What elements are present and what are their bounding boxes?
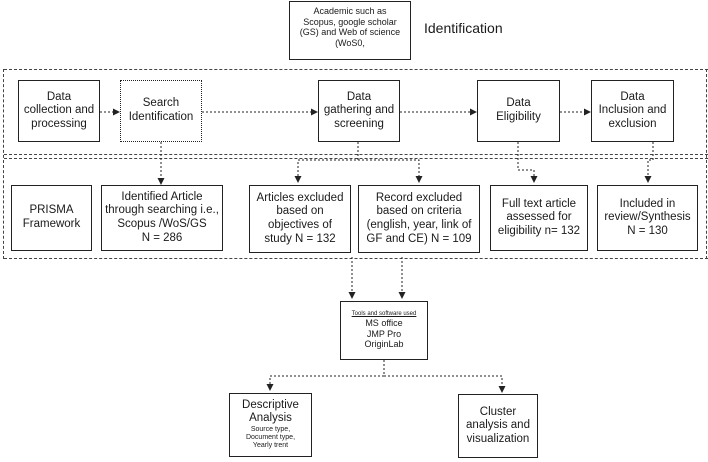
prisma-framework-box: PRISMA Framework: [11, 185, 92, 251]
included-review-box: Included in review/Synthesis N = 130: [597, 185, 698, 251]
identification-title: Identification: [424, 20, 503, 36]
data-inclusion-box: Data Inclusion and exclusion: [591, 80, 674, 142]
tool-item: MS office: [365, 318, 403, 329]
search-identification-box: Search Identification: [120, 80, 202, 142]
cluster-analysis-box: Cluster analysis and visualization: [458, 394, 538, 458]
descriptive-analysis-title: Descriptive Analysis: [242, 399, 299, 425]
articles-excluded-box: Articles excluded based on objectives of…: [249, 185, 351, 253]
tools-header: Tools and software used: [351, 311, 417, 318]
descriptive-analysis-box: Descriptive Analysis Source type, Docume…: [229, 393, 312, 457]
arrow-tools-descriptive: [266, 360, 385, 391]
arrow-tools-cluster: [384, 375, 506, 393]
data-eligibility-box: Data Eligibility: [477, 80, 560, 142]
full-text-assessed-box: Full text article assessed for eligibili…: [490, 185, 588, 251]
band-left-edge: [3, 69, 4, 259]
tool-item: OriginLab: [364, 339, 404, 350]
descriptive-analysis-subtitle: Source type, Document type, Yearly trent: [245, 425, 296, 450]
band-right-edge: [706, 69, 707, 259]
record-excluded-box: Record excluded based on criteria (engli…: [358, 185, 480, 253]
tool-item: JMP Pro: [366, 328, 402, 339]
academic-sources-box: Academic such as Scopus, google scholar …: [289, 1, 411, 60]
data-gathering-box: Data gathering and screening: [318, 80, 400, 142]
data-collection-box: Data collection and processing: [18, 80, 100, 142]
identified-article-box: Identified Article through searching i.e…: [101, 185, 223, 251]
tools-software-box: Tools and software used MS office JMP Pr…: [340, 301, 428, 360]
